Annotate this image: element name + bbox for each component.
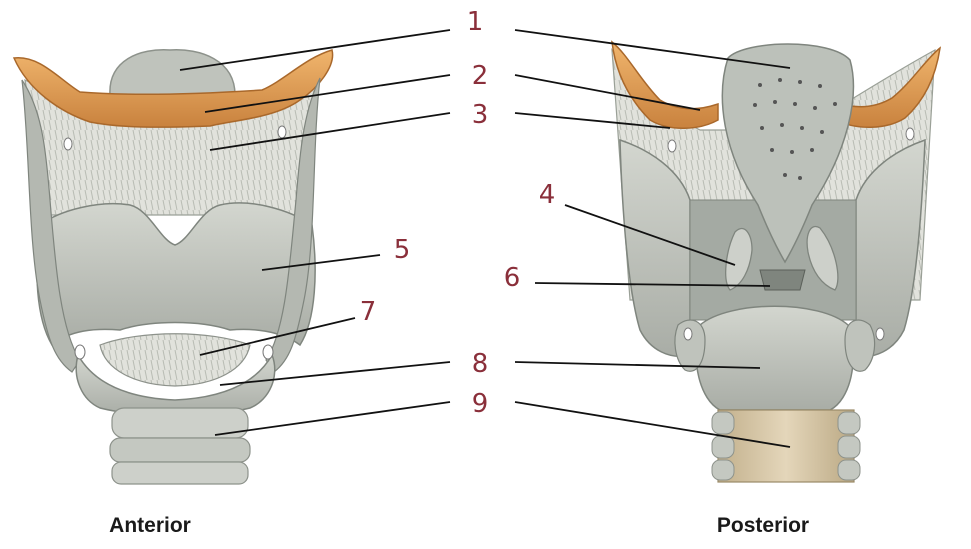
posterior-cricoid-side-left bbox=[675, 320, 705, 371]
label-9: 9 bbox=[472, 389, 489, 419]
label-3: 3 bbox=[472, 100, 489, 130]
label-5: 5 bbox=[394, 235, 411, 265]
anterior-thyroid-cartilage bbox=[37, 203, 315, 345]
anterior-foramen-left bbox=[64, 138, 72, 150]
anterior-trachea bbox=[110, 408, 250, 484]
anterior-epiglottis bbox=[110, 50, 235, 95]
label-8: 8 bbox=[472, 349, 489, 379]
posterior-cricoid-lamina bbox=[696, 306, 853, 410]
posterior-foramen-left bbox=[668, 140, 676, 152]
posterior-joint-right bbox=[876, 328, 884, 340]
posterior-cricoid-side-right bbox=[845, 320, 875, 371]
label-1: 1 bbox=[467, 7, 484, 37]
label-2: 2 bbox=[472, 61, 489, 91]
number-labels: 1 2 3 4 5 6 7 8 9 bbox=[360, 7, 556, 419]
posterior-foramen-right bbox=[906, 128, 914, 140]
anterior-cricothyroid-joint-left bbox=[75, 345, 85, 359]
label-7: 7 bbox=[360, 297, 377, 327]
anterior-cricothyroid-ligament bbox=[100, 334, 250, 386]
posterior-larynx bbox=[612, 42, 940, 482]
posterior-joint-left bbox=[684, 328, 692, 340]
leader-2-posterior bbox=[515, 75, 700, 110]
leader-8-anterior bbox=[220, 362, 450, 385]
anterior-foramen-right bbox=[278, 126, 286, 138]
caption-anterior: Anterior bbox=[109, 514, 191, 537]
label-6: 6 bbox=[504, 263, 521, 293]
posterior-interarytenoid bbox=[760, 270, 805, 290]
label-4: 4 bbox=[539, 180, 556, 210]
anterior-cricothyroid-joint-right bbox=[263, 345, 273, 359]
caption-posterior: Posterior bbox=[717, 514, 809, 537]
